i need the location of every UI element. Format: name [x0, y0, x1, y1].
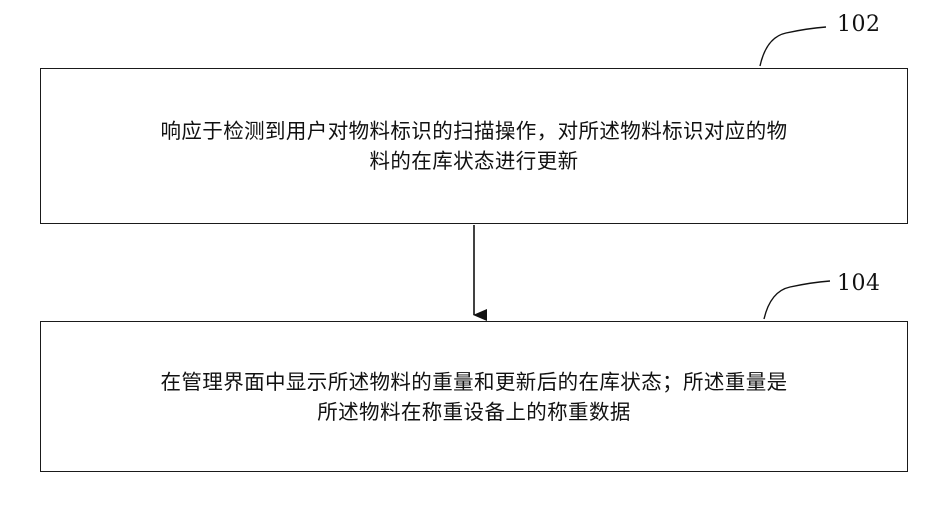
step-104-leader-curve	[764, 281, 830, 319]
step-102-leader-curve	[760, 27, 826, 66]
